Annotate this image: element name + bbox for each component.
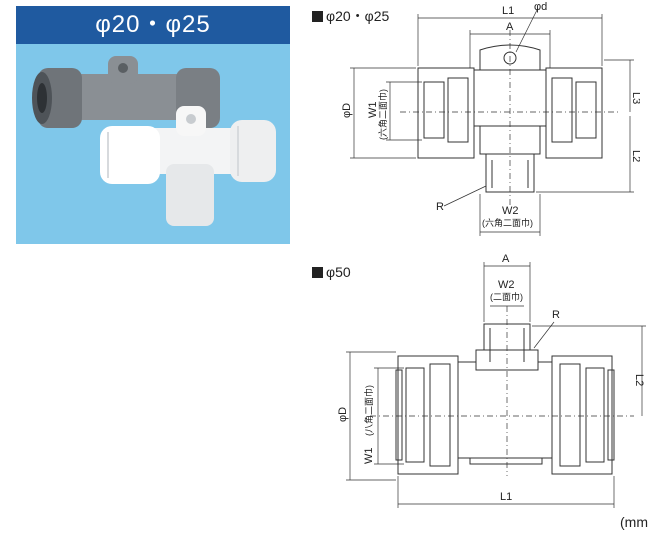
label-w2-note: (二面巾) xyxy=(490,291,523,302)
grey-fitting xyxy=(32,56,220,128)
label-w2: W2 xyxy=(498,279,515,291)
label-l3: L3 xyxy=(630,92,640,104)
drawing-phi50: A W2 (二面巾) R L2 φD W1 (八角二面巾) L1 xyxy=(337,253,646,508)
label-phi-d: φD xyxy=(337,407,349,422)
section2-title: φ50 xyxy=(312,264,351,280)
drawing-phi20-25: L1 A φd L3 L2 φD W1 (六角二面巾) R W2 (六角二面巾) xyxy=(341,1,640,236)
section1-title: φ20・φ25 xyxy=(312,6,389,26)
product-photo xyxy=(32,56,276,226)
label-r: R xyxy=(552,309,560,321)
label-a: A xyxy=(506,21,514,33)
unit-label: (mm xyxy=(620,514,648,530)
bullet-square-icon xyxy=(312,11,323,22)
label-phi-d-small: φd xyxy=(534,1,547,13)
label-l1: L1 xyxy=(500,491,512,503)
label-w1: W1 xyxy=(363,448,375,465)
label-phi-d: φD xyxy=(341,103,353,118)
label-w1-note: (六角二面巾) xyxy=(377,89,388,140)
label-l1: L1 xyxy=(502,5,514,17)
bullet-square-icon xyxy=(312,267,323,278)
label-w2-note: (六角二面巾) xyxy=(482,217,533,228)
label-l2: L2 xyxy=(630,150,640,162)
label-l2: L2 xyxy=(633,374,645,386)
label-w2: W2 xyxy=(502,205,519,217)
label-a: A xyxy=(502,253,510,265)
label-w1-note: (八角二面巾) xyxy=(363,385,374,436)
label-w1: W1 xyxy=(367,102,379,119)
label-r: R xyxy=(436,201,444,213)
white-fitting xyxy=(100,106,276,226)
product-photo-panel: φ20・φ25 xyxy=(16,6,290,244)
photo-title: φ20・φ25 xyxy=(16,6,290,44)
